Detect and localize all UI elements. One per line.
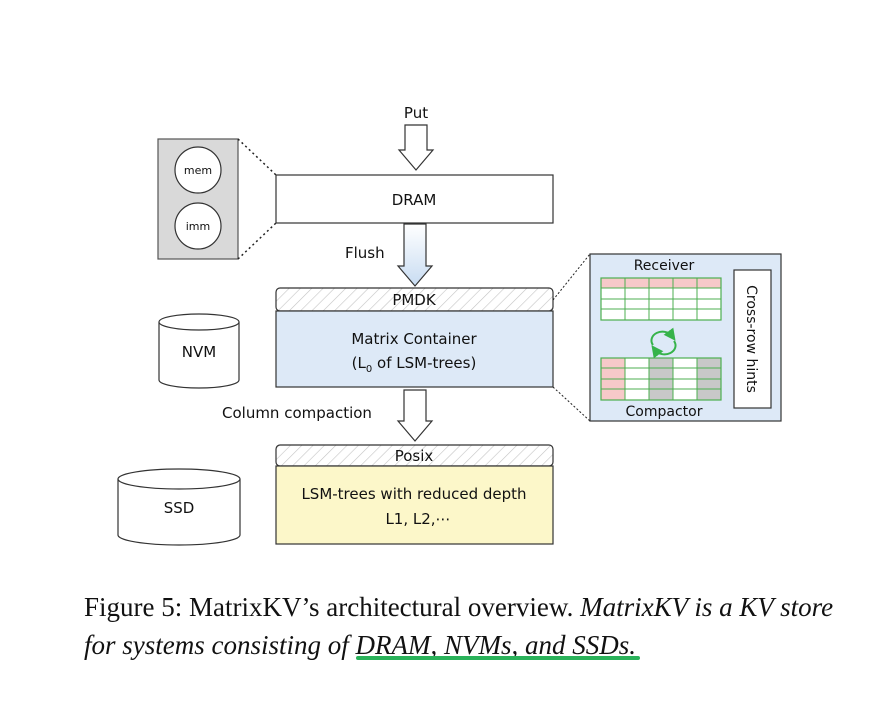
mem-circle — [174, 146, 222, 194]
flush-arrow — [396, 223, 434, 287]
matrix-container-line2: (L0 of LSM-trees) — [352, 354, 477, 375]
caption-highlight: DRAM, NVMs, and SSDs. — [355, 630, 636, 660]
mem-zoom-line-top — [237, 138, 277, 176]
cross-row-hints-label: Cross-row hints — [743, 285, 759, 393]
figure-caption: Figure 5: MatrixKV’s architectural overv… — [84, 588, 844, 664]
caption-description: MatrixKV is a KV store for systems consi… — [84, 592, 834, 660]
mem-label: mem — [184, 164, 212, 177]
matrix-container-line1: Matrix Container — [351, 330, 477, 348]
matrix-zoom-line-bottom — [552, 386, 591, 422]
dram-box — [275, 174, 554, 224]
cycle-icon — [650, 327, 677, 359]
imm-label: imm — [186, 220, 211, 233]
matrix-zoom-line-top — [552, 253, 591, 301]
nvm-cylinder — [158, 313, 240, 389]
put-arrow — [397, 124, 435, 171]
posix-label: Posix — [395, 447, 434, 465]
mem-zoom-line-bottom — [237, 222, 277, 260]
cross-row-hints-box — [733, 269, 772, 409]
compactor-grid — [600, 357, 722, 401]
ssd-cylinder — [117, 468, 241, 546]
memtable-panel: mem imm — [157, 138, 239, 260]
pmdk-label: PMDK — [392, 291, 437, 309]
column-compaction-label: Column compaction — [222, 404, 372, 422]
put-label: Put — [404, 104, 428, 122]
caption-title: Figure 5: MatrixKV’s architectural overv… — [84, 592, 581, 622]
flush-label: Flush — [345, 244, 385, 262]
column-compaction-arrow — [396, 389, 434, 442]
receiver-grid — [600, 277, 722, 321]
lsm-trees-line1: LSM-trees with reduced depth — [301, 485, 526, 503]
receiver-label: Receiver — [634, 258, 695, 274]
architecture-diagram: Put mem imm DRAM Flush PMDK Matrix Conta… — [117, 104, 782, 546]
matrix-container-box — [275, 310, 554, 388]
imm-circle — [174, 202, 222, 250]
lsm-trees-line2: L1, L2,⋯ — [385, 510, 450, 528]
dram-label: DRAM — [392, 191, 437, 209]
compactor-label: Compactor — [626, 404, 703, 420]
nvm-label: NVM — [182, 343, 216, 361]
ssd-label: SSD — [164, 499, 195, 517]
lsm-trees-box — [275, 465, 554, 545]
